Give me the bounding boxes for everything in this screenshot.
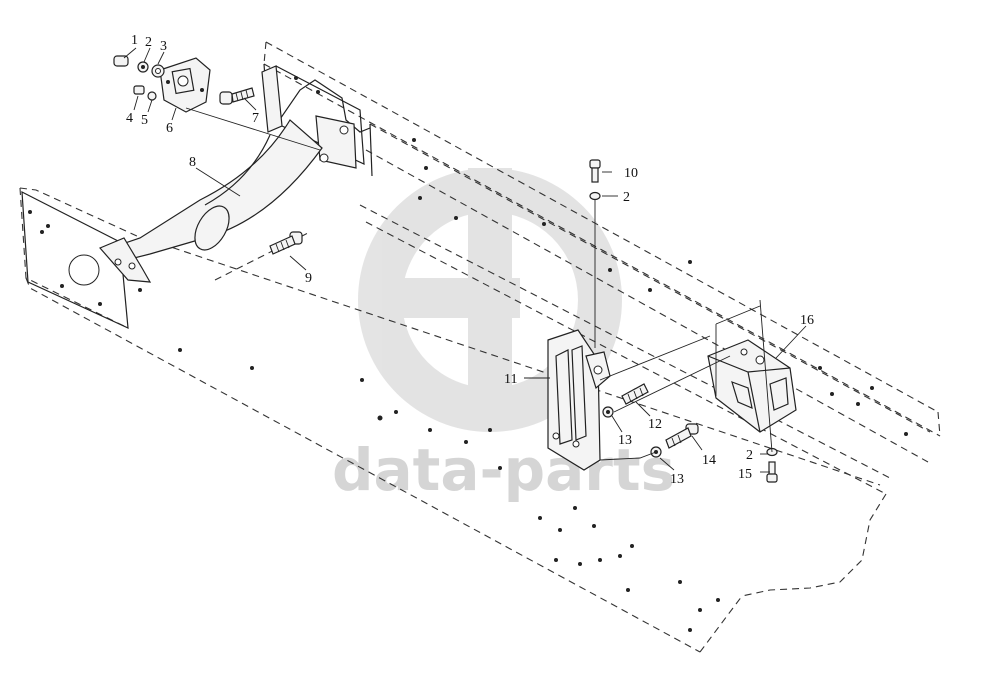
callout-8: 8 — [189, 155, 196, 170]
watermark-logo-icon — [358, 168, 622, 432]
callout-10: 10 — [624, 166, 638, 181]
callout-2: 2 — [145, 35, 152, 50]
bolt-part-12 — [621, 383, 649, 405]
callout-15: 15 — [738, 467, 752, 482]
frame-end-plate — [21, 190, 129, 329]
callout-3: 3 — [160, 39, 167, 54]
callout-7: 7 — [252, 111, 259, 126]
callout-1: 1 — [131, 33, 138, 48]
mount-bracket-part-6 — [159, 57, 211, 113]
rail-holes — [138, 76, 908, 632]
bracket-part-11 — [547, 329, 611, 471]
bolt-part-1 — [113, 55, 129, 67]
watermark-text: data-parts — [332, 436, 675, 504]
callout-13-b: 13 — [670, 472, 684, 487]
callout-16: 16 — [800, 313, 814, 328]
rail-bracket-plate — [261, 65, 365, 169]
callout-6: 6 — [166, 121, 173, 136]
bolt-part-4 — [133, 85, 145, 95]
bolt-part-10 — [589, 159, 601, 183]
washer-part-13-a — [602, 406, 614, 418]
callout-5: 5 — [141, 113, 148, 128]
cross-tube-part-8 — [98, 119, 323, 283]
callout-11: 11 — [504, 372, 517, 387]
washer-part-2-top — [137, 61, 149, 73]
washer-part-2-mid — [589, 191, 601, 201]
engine-mount-part-16 — [707, 339, 797, 433]
callout-2-bottom: 2 — [746, 448, 753, 463]
leader-lines — [123, 47, 807, 473]
callout-2-mid: 2 — [623, 190, 630, 205]
bolt-part-7 — [219, 87, 255, 105]
washer-part-3 — [151, 64, 165, 78]
callout-12: 12 — [648, 417, 662, 432]
callout-14: 14 — [702, 453, 716, 468]
washer-part-5 — [147, 91, 157, 101]
callout-4: 4 — [126, 111, 133, 126]
callout-13-a: 13 — [618, 433, 632, 448]
callout-labels: 1 2 3 4 5 6 7 8 9 10 2 11 12 13 13 14 2 … — [126, 33, 814, 487]
bolt-part-14 — [665, 423, 699, 449]
callout-9: 9 — [305, 271, 312, 286]
bolt-part-9 — [269, 231, 303, 255]
bolt-part-15 — [766, 461, 778, 483]
